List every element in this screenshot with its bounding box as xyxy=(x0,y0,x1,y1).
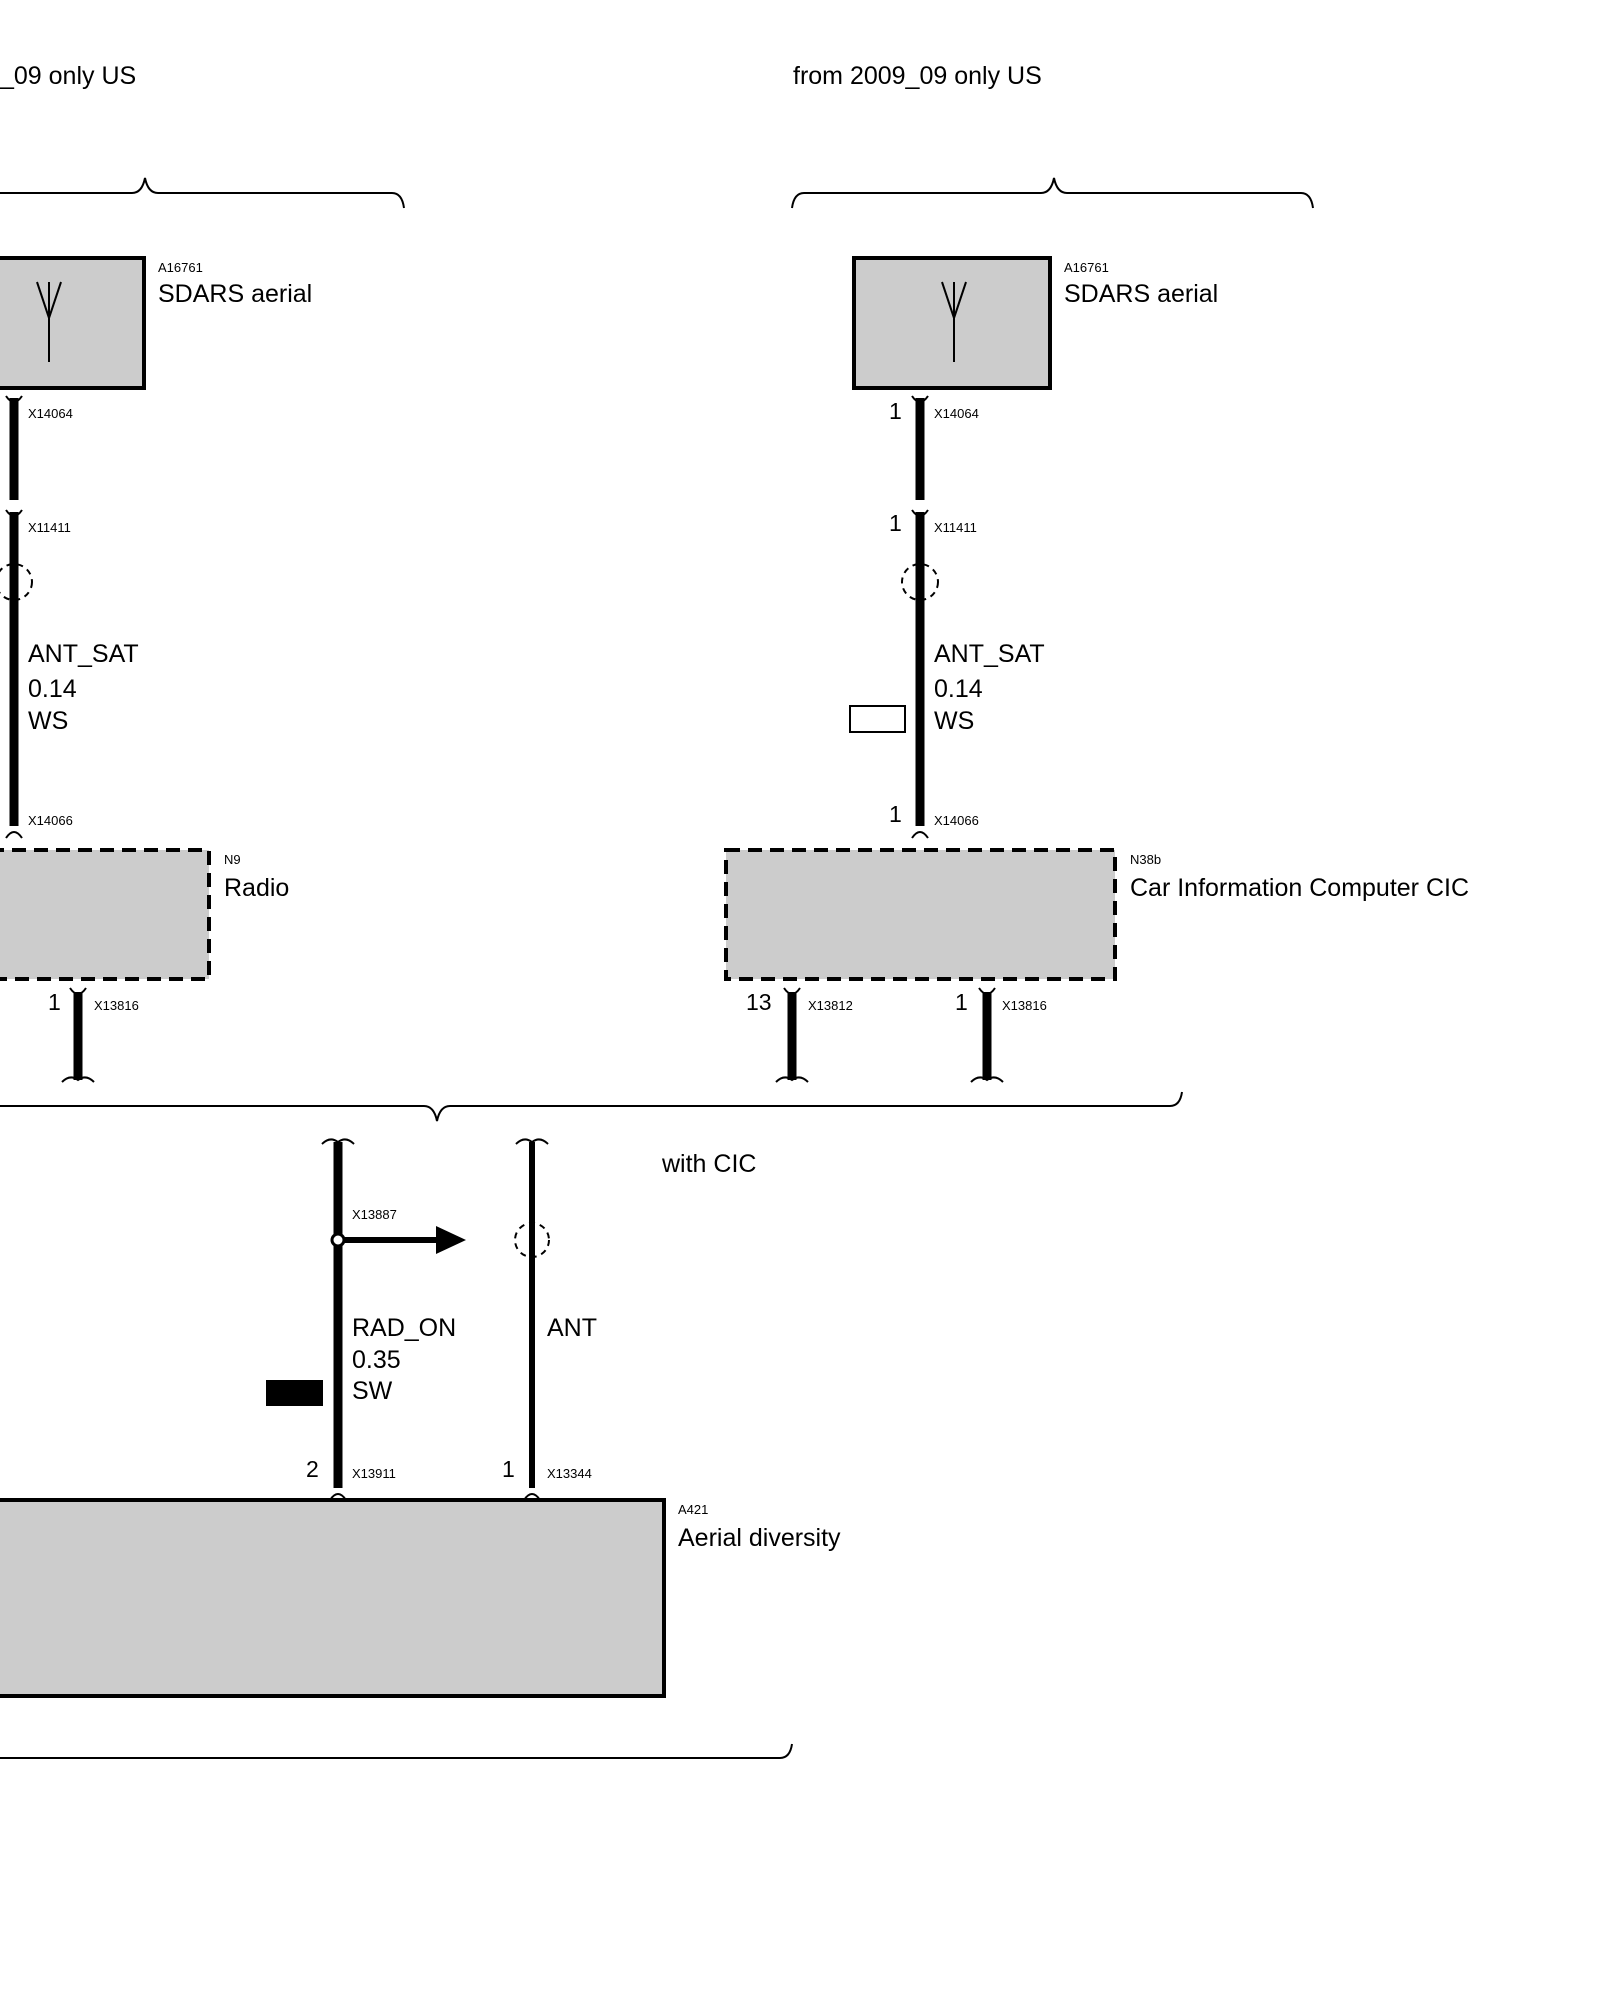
left-connector-x14064-symbol xyxy=(5,395,23,403)
right-connector-x14064: X14064 xyxy=(934,406,979,421)
ant-shield-marker xyxy=(514,1222,550,1258)
rad-on-color: SW xyxy=(352,1377,393,1405)
left-variant-header: _09 only US xyxy=(0,62,136,90)
right-connector-x14064-symbol xyxy=(911,395,929,403)
left-connector-x14064: X14064 xyxy=(28,406,73,421)
left-x13816-pin: 1 xyxy=(48,989,61,1015)
left-aerial-code: A16761 xyxy=(158,260,203,275)
left-sdars-aerial-box xyxy=(0,256,146,390)
antenna-icon xyxy=(36,281,62,362)
splice-x13887-dot xyxy=(330,1232,346,1248)
right-x14064-pin: 1 xyxy=(889,398,902,424)
with-cic-label: with CIC xyxy=(661,1150,756,1178)
left-connector-x11411: X11411 xyxy=(28,520,71,535)
ant-signal: ANT xyxy=(547,1314,597,1342)
left-top-brace xyxy=(0,177,405,209)
radio-code: N9 xyxy=(224,852,241,867)
wire-color-swatch-black xyxy=(266,1380,323,1406)
right-x14066-pin: 1 xyxy=(889,801,902,827)
wire-break-symbol xyxy=(775,1076,809,1083)
right-x13816-pin: 1 xyxy=(955,989,968,1015)
aerial-diversity-code: A421 xyxy=(678,1502,708,1517)
antenna-icon xyxy=(941,281,967,362)
right-sdars-aerial-box xyxy=(852,256,1052,390)
right-shield-marker xyxy=(901,563,939,601)
right-aerial-code: A16761 xyxy=(1064,260,1109,275)
left-wire-size: 0.14 xyxy=(28,675,77,703)
right-connector-x14066: X14066 xyxy=(934,813,979,828)
right-wire-signal: ANT_SAT xyxy=(934,640,1045,668)
cic-name: Car Information Computer CIC xyxy=(1130,874,1469,902)
right-connector-x14066-symbol xyxy=(911,831,929,839)
right-top-brace xyxy=(791,177,1314,209)
left-aerial-name: SDARS aerial xyxy=(158,280,312,308)
left-shield-marker xyxy=(0,563,33,601)
rad-on-signal: RAD_ON xyxy=(352,1314,456,1342)
right-wire-color: WS xyxy=(934,707,974,735)
left-connector-x14066: X14066 xyxy=(28,813,73,828)
x13344-pin: 1 xyxy=(502,1456,515,1482)
connector-x13911: X13911 xyxy=(352,1466,396,1481)
bottom-brace xyxy=(0,1743,793,1759)
connector-x13887: X13887 xyxy=(352,1207,397,1222)
left-connector-x13816: X13816 xyxy=(94,998,139,1013)
radio-box xyxy=(0,848,211,981)
right-x13812-pin: 13 xyxy=(746,989,772,1015)
cic-box xyxy=(724,848,1117,981)
middle-brace xyxy=(0,1091,1183,1122)
left-wire-signal: ANT_SAT xyxy=(28,640,139,668)
left-wire-color: WS xyxy=(28,707,68,735)
right-x11411-pin: 1 xyxy=(889,510,902,536)
right-connector-x11411: X11411 xyxy=(934,520,977,535)
right-variant-header: from 2009_09 only US xyxy=(793,62,1042,90)
wire-color-swatch-white xyxy=(849,705,906,733)
right-connector-x13816: X13816 xyxy=(1002,998,1047,1013)
left-wire-break-symbol xyxy=(61,1076,95,1083)
left-connector-x14066-symbol xyxy=(5,831,23,839)
right-wire-size: 0.14 xyxy=(934,675,983,703)
arrow-right-icon xyxy=(436,1226,466,1254)
connector-x13344: X13344 xyxy=(547,1466,592,1481)
right-aerial-name: SDARS aerial xyxy=(1064,280,1218,308)
wire-break-symbol xyxy=(970,1076,1004,1083)
cic-code: N38b xyxy=(1130,852,1161,867)
right-connector-x13812: X13812 xyxy=(808,998,853,1013)
aerial-diversity-name: Aerial diversity xyxy=(678,1524,841,1552)
x13911-pin: 2 xyxy=(306,1456,319,1482)
radio-name: Radio xyxy=(224,874,289,902)
rad-on-size: 0.35 xyxy=(352,1346,401,1374)
aerial-diversity-box xyxy=(0,1498,666,1698)
